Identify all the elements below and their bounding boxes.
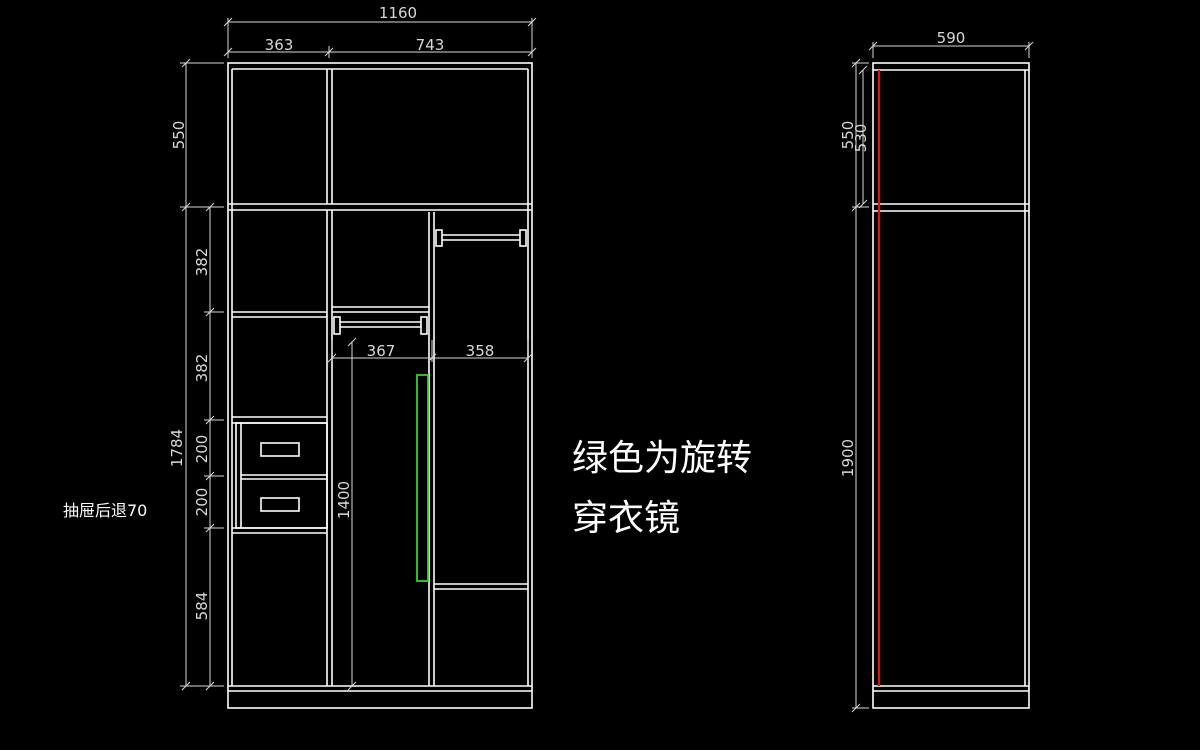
dim-side-bottom: 1900: [839, 439, 857, 477]
dim-height-total: 1784: [168, 429, 186, 467]
dim-depth: 590: [937, 29, 966, 47]
front-dimension-text: 1160 363 743 550 1784 382 382 200 200 58…: [168, 4, 494, 620]
drawer-1-handle: [260, 442, 300, 457]
front-dimension-lines: [180, 17, 537, 691]
dim-side-top-inner: 530: [852, 124, 870, 153]
dim-bottom-space: 584: [193, 592, 211, 621]
dim-shelf-2: 382: [193, 354, 211, 383]
cabinet-outline: [227, 62, 533, 709]
dim-width-total: 1160: [379, 4, 417, 22]
right-rod-left-bracket: [435, 229, 443, 247]
dim-shelf-1: 382: [193, 248, 211, 277]
middle-rod-right-bracket: [420, 316, 428, 335]
mirror-note-line-1: 绿色为旋转: [572, 438, 752, 479]
mirror-note-line-2: 穿衣镜: [572, 498, 680, 539]
dim-mirror-height: 1400: [335, 481, 353, 519]
side-dimension-text: 590 550 530 1900: [839, 29, 965, 477]
middle-rod-left-bracket: [333, 316, 341, 335]
drawer-2-handle: [260, 497, 300, 512]
dim-mid-width: 367: [367, 342, 396, 360]
right-rod-right-bracket: [519, 229, 527, 247]
dim-drawer-1: 200: [193, 435, 211, 464]
rotating-mirror: [416, 374, 429, 582]
dim-height-top: 550: [170, 121, 188, 150]
side-outline: [872, 62, 1030, 709]
side-dimension-lines: [851, 41, 1034, 713]
side-view: [872, 62, 1030, 709]
drawer-recess-note: 抽屉后退70: [63, 501, 147, 520]
front-view: [227, 62, 533, 709]
dim-drawer-2: 200: [193, 488, 211, 517]
dim-side-top-outer: 550: [839, 121, 857, 150]
dim-right-width: 358: [466, 342, 495, 360]
dim-width-left: 363: [265, 36, 294, 54]
dim-width-right: 743: [416, 36, 445, 54]
